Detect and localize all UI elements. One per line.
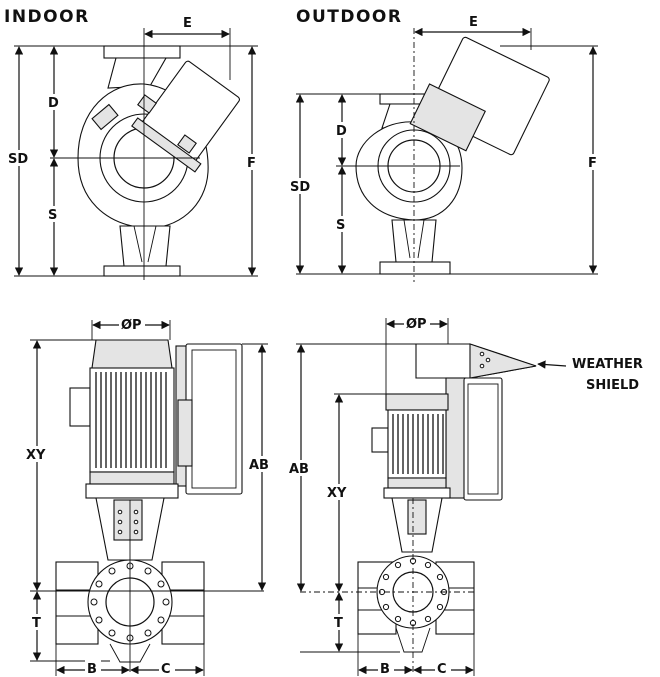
outdoor-side-view: ØP AB XY T B C WEATHER SHIELD [288,315,643,677]
outdoor-motor-cap [385,393,449,411]
indoor-side-clamp [91,103,119,131]
indoor-label-c: C [161,662,171,677]
indoor-junction-box [69,387,91,427]
weather-shield-label-line1: WEATHER [572,357,643,372]
indoor-drive-bracket [177,399,193,467]
outdoor-drive-frame [445,377,467,499]
indoor-label-t: T [32,616,41,631]
indoor-label-ab: AB [249,458,269,473]
outdoor-label-d: D [336,124,347,139]
indoor-label-s: S [48,208,57,223]
indoor-label-p: ØP [121,318,142,333]
outdoor-drive-box [463,377,503,501]
outdoor-junction-box [371,427,389,453]
indoor-label-xy: XY [26,448,46,463]
outdoor-flange-bolts [378,557,448,627]
indoor-drive-box [185,343,243,495]
outdoor-top-stem-lines [403,219,425,259]
outdoor-bottom-flange [379,261,451,275]
indoor-title: INDOOR [4,7,90,27]
indoor-top-flange [103,45,181,59]
weather-shield-label-line2: SHIELD [586,378,639,393]
outdoor-label-e: E [469,15,478,30]
outdoor-motor-base [387,477,447,489]
indoor-label-f: F [247,156,256,171]
indoor-label-d: D [48,96,59,111]
indoor-motor-body [89,367,175,473]
outdoor-top-view: E SD D S F [288,15,602,282]
weather-shield-leader [537,360,567,369]
indoor-motor-fins [95,372,167,468]
outdoor-label-c: C [437,662,447,677]
outdoor-label-p: ØP [406,317,427,332]
indoor-lantern-top [85,483,179,499]
outdoor-label-b: B [380,662,390,677]
outdoor-label-ab: AB [289,462,309,477]
indoor-coupling-guard [113,499,143,541]
indoor-label-e: E [183,16,192,31]
outdoor-lantern-top [383,487,451,499]
outdoor-motor-fins [392,414,444,474]
indoor-motor-cap [91,339,173,369]
indoor-label-sd: SD [8,152,28,167]
indoor-bottom-flange [103,265,181,277]
outdoor-title: OUTDOOR [296,7,402,27]
indoor-side-view: ØP XY AB T B C [24,316,275,677]
indoor-top-stem-lines [133,225,157,263]
outdoor-label-f: F [588,156,597,171]
indoor-motor-bracket-2 [177,134,197,154]
indoor-motor-base [89,471,175,485]
indoor-top-stem [119,225,171,267]
outdoor-label-sd: SD [290,180,310,195]
outdoor-label-xy: XY [327,486,347,501]
outdoor-label-t: T [334,616,343,631]
indoor-top-view: E SD D S F [6,16,261,280]
outdoor-coupling-guard [407,499,427,535]
indoor-motor-bracket [137,94,157,114]
outdoor-top-motor [409,36,550,156]
outdoor-label-s: S [336,218,345,233]
indoor-label-b: B [87,662,97,677]
